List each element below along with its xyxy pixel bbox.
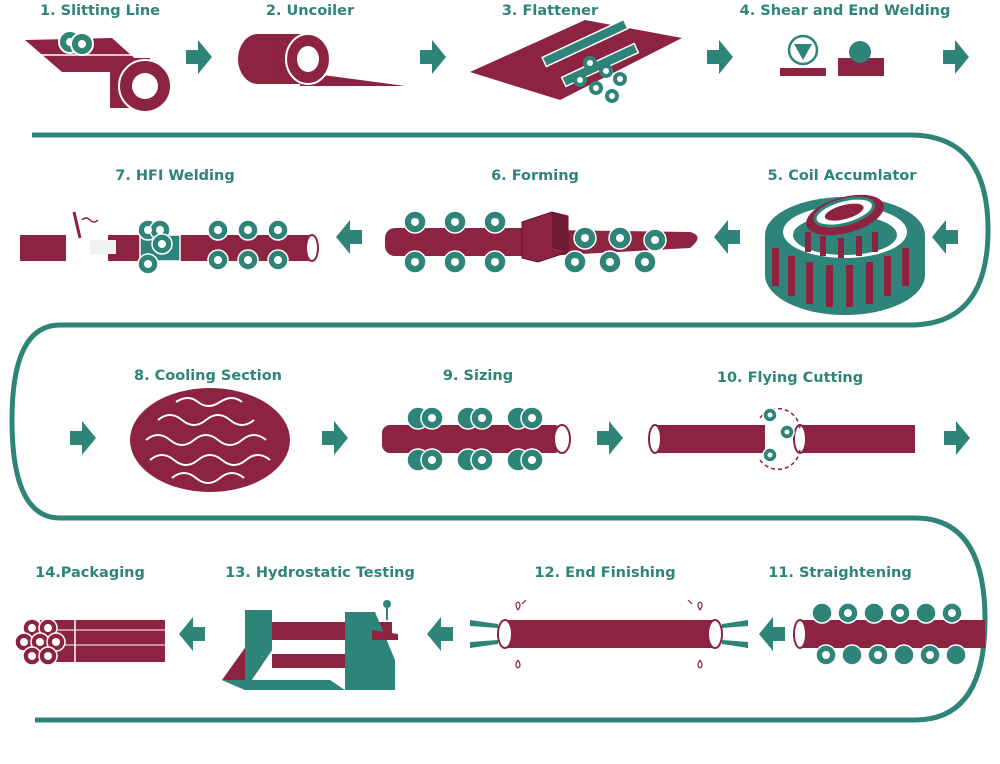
arrow-left-icon [932, 220, 958, 254]
hfi-welding-icon [20, 211, 319, 275]
step-label-slitting-line: 1. Slitting Line [40, 3, 160, 19]
step-label-shear-end-welding: 4. Shear and End Welding [739, 3, 951, 19]
arrow-right-icon [186, 40, 212, 74]
arrow-right-icon [597, 421, 623, 455]
step-label-forming: 6. Forming [491, 168, 579, 184]
step-label-cooling-section: 8. Cooling Section [134, 368, 282, 384]
step-label-straightening: 11. Straightening [768, 565, 912, 581]
step-label-hfi-welding: 7. HFI Welding [115, 168, 235, 184]
forming-icon [385, 210, 698, 274]
step-label-packaging: 14.Packaging [35, 565, 145, 581]
step-label-end-finishing: 12. End Finishing [534, 565, 676, 581]
packaging-icon [14, 618, 165, 666]
step-label-hydrostatic-testing: 13. Hydrostatic Testing [225, 565, 415, 581]
slitting-line-icon [25, 30, 172, 113]
flying-cutting-icon [648, 407, 915, 471]
step-label-flattener: 3. Flattener [501, 3, 599, 19]
arrow-left-icon [179, 617, 205, 651]
arrow-left-icon [336, 220, 362, 254]
shear-end-welding-icon [780, 34, 884, 76]
arrow-right-icon [322, 421, 348, 455]
uncoiler-icon [238, 33, 405, 86]
arrow-left-icon [427, 617, 453, 651]
step-label-uncoiler: 2. Uncoiler [265, 3, 355, 19]
arrow-left-icon [759, 617, 785, 651]
step-label-sizing: 9. Sizing [442, 368, 514, 384]
sizing-icon [382, 406, 571, 472]
flattener-icon [470, 18, 682, 103]
arrow-left-icon [714, 220, 740, 254]
cooling-section-icon [130, 388, 290, 492]
end-finishing-icon [470, 599, 748, 669]
hydrostatic-testing-icon [222, 600, 398, 690]
arrow-right-icon [420, 40, 446, 74]
arrow-right-icon [707, 40, 733, 74]
arrow-right-icon [70, 421, 96, 455]
step-label-coil-accumulator: 5. Coil Accumlator [767, 168, 917, 184]
straightening-icon [793, 602, 985, 666]
coil-accumulator-icon [765, 194, 925, 315]
step-label-flying-cutting: 10. Flying Cutting [716, 370, 864, 386]
arrow-right-icon [943, 40, 969, 74]
arrow-right-icon [944, 421, 970, 455]
